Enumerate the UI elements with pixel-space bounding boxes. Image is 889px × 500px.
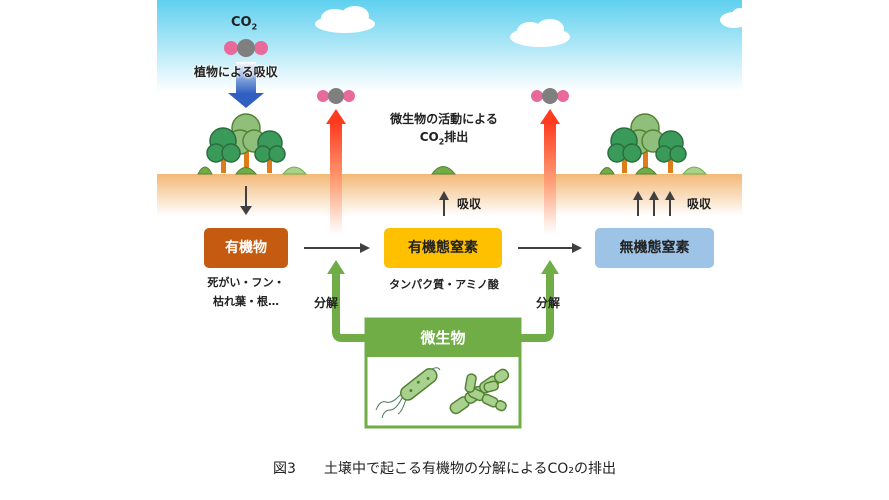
inorganic-nitrogen-box: 無機態窒素 [595,228,714,268]
arrow-head [240,206,252,215]
co2-molecule-icon [224,39,268,57]
microbe-activity-line2: CO2排出 [419,130,469,147]
absorb-label-right: 吸収 [687,197,712,211]
microbe-box-header [366,319,520,357]
organic-notes: 死がい・フン・ 枯れ葉・根… [196,274,296,311]
decompose-arrow-left-icon [327,260,366,342]
organic-matter-box: 有機物 [204,228,288,268]
bush-center-icon [431,166,457,175]
cloud-middle [510,19,570,47]
trees-right-icon [599,113,708,175]
cloud-left [315,6,375,33]
co2-label-top: CO2 [231,15,258,32]
organic-n-note: タンパク質・アミノ酸 [389,278,499,291]
co2-molecule-left-icon [317,88,355,104]
trees-left-icon [197,113,308,175]
fungus-icon [449,368,510,415]
plant-absorption-label: 植物による吸収 [194,65,278,79]
absorb-label-center: 吸収 [457,197,482,211]
figure-number: 図3 [273,461,296,477]
cloud-right [720,8,748,28]
organic-note-line2: 枯れ葉・根… [213,294,279,308]
organic-nitrogen-box: 有機態窒素 [384,228,502,268]
decompose-arrow-right-icon [520,260,559,342]
decompose-label-left: 分解 [314,296,339,310]
bacterium-icon [375,367,441,419]
decompose-label-right: 分解 [536,296,561,310]
microbe-activity-label: 微生物の活動による CO2排出 [366,110,522,151]
soil-layer [157,174,742,216]
microbe-activity-line1: 微生物の活動による [390,112,498,126]
organic-note-line1: 死がい・フン・ [207,276,285,289]
dark-arrows [240,186,675,253]
absorption-arrow-icon [228,62,264,108]
microbe-box-title: 微生物 [420,328,466,347]
figure-caption: 図3 土壌中で起こる有機物の分解によるCO₂の排出 [0,458,889,478]
figure-title: 土壌中で起こる有機物の分解によるCO₂の排出 [323,461,616,477]
emission-arrow-right-icon [540,109,560,234]
emission-arrow-left-icon [326,109,346,234]
co2-molecule-right-icon [531,88,569,104]
